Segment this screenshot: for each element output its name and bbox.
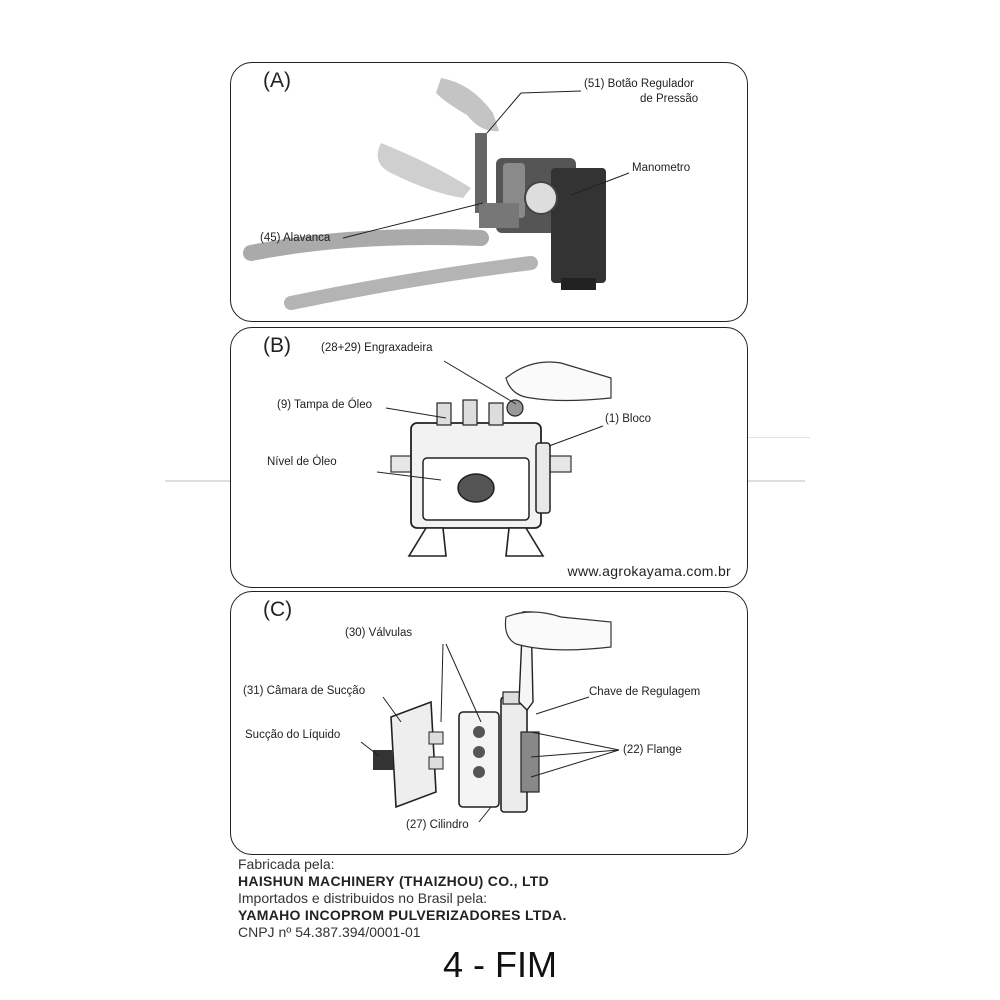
scan-artifact-line	[690, 437, 810, 438]
label-succao-do-liquido: Sucção do Líquido	[245, 729, 341, 741]
footer-manufactured-by: Fabricada pela:	[238, 856, 335, 872]
panel-a-pressure-regulator: (A) (51) Botão Regulador de Pressão Mano…	[230, 62, 748, 322]
label-chave-de-regulagem: Chave de Regulagem	[589, 686, 701, 698]
panel-c-valves-cylinder: (C) (30) Válvulas (31) Câmara de Sucção …	[230, 591, 748, 855]
page-number: 4 - FIM	[443, 944, 557, 985]
label-cilindro: (27) Cilindro	[406, 819, 469, 831]
label-manometro: Manometro	[632, 162, 691, 174]
footer-manufacturer-name: HAISHUN MACHINERY (THAIZHOU) CO., LTD	[238, 873, 550, 889]
pump-photo-b	[376, 360, 612, 557]
panel-b-oil-block: (B) (28+29) Engraxadeira (9) Tampa de Ól…	[230, 327, 748, 588]
label-botao-regulador: (51) Botão Regulador	[584, 78, 694, 90]
label-alavanca: (45) Alavanca	[260, 232, 331, 244]
pump-photo-a	[243, 78, 630, 310]
footer-distributor-name: YAMAHO INCOPROM PULVERIZADORES LTDA.	[238, 907, 567, 923]
label-tampa-de-oleo: (9) Tampa de Óleo	[277, 399, 373, 411]
website-url: www.agrokayama.com.br	[567, 563, 731, 579]
label-flange: (22) Flange	[623, 744, 682, 756]
label-camara-de-succao: (31) Câmara de Sucção	[243, 685, 366, 697]
label-de-pressao: de Pressão	[640, 93, 699, 105]
label-engraxadeira: (28+29) Engraxadeira	[321, 342, 433, 354]
label-nivel-de-oleo: Nível de Óleo	[267, 456, 337, 468]
panel-a-letter: (A)	[263, 69, 291, 92]
panel-b-letter: (B)	[263, 334, 291, 357]
footer-distributed-by: Importados e distribuidos no Brasil pela…	[238, 890, 488, 906]
footer-cnpj: CNPJ nº 54.387.394/0001-01	[238, 924, 421, 940]
label-bloco: (1) Bloco	[605, 413, 652, 425]
pump-photo-c	[360, 611, 620, 823]
panel-c-letter: (C)	[263, 598, 293, 621]
label-valvulas: (30) Válvulas	[345, 627, 413, 639]
